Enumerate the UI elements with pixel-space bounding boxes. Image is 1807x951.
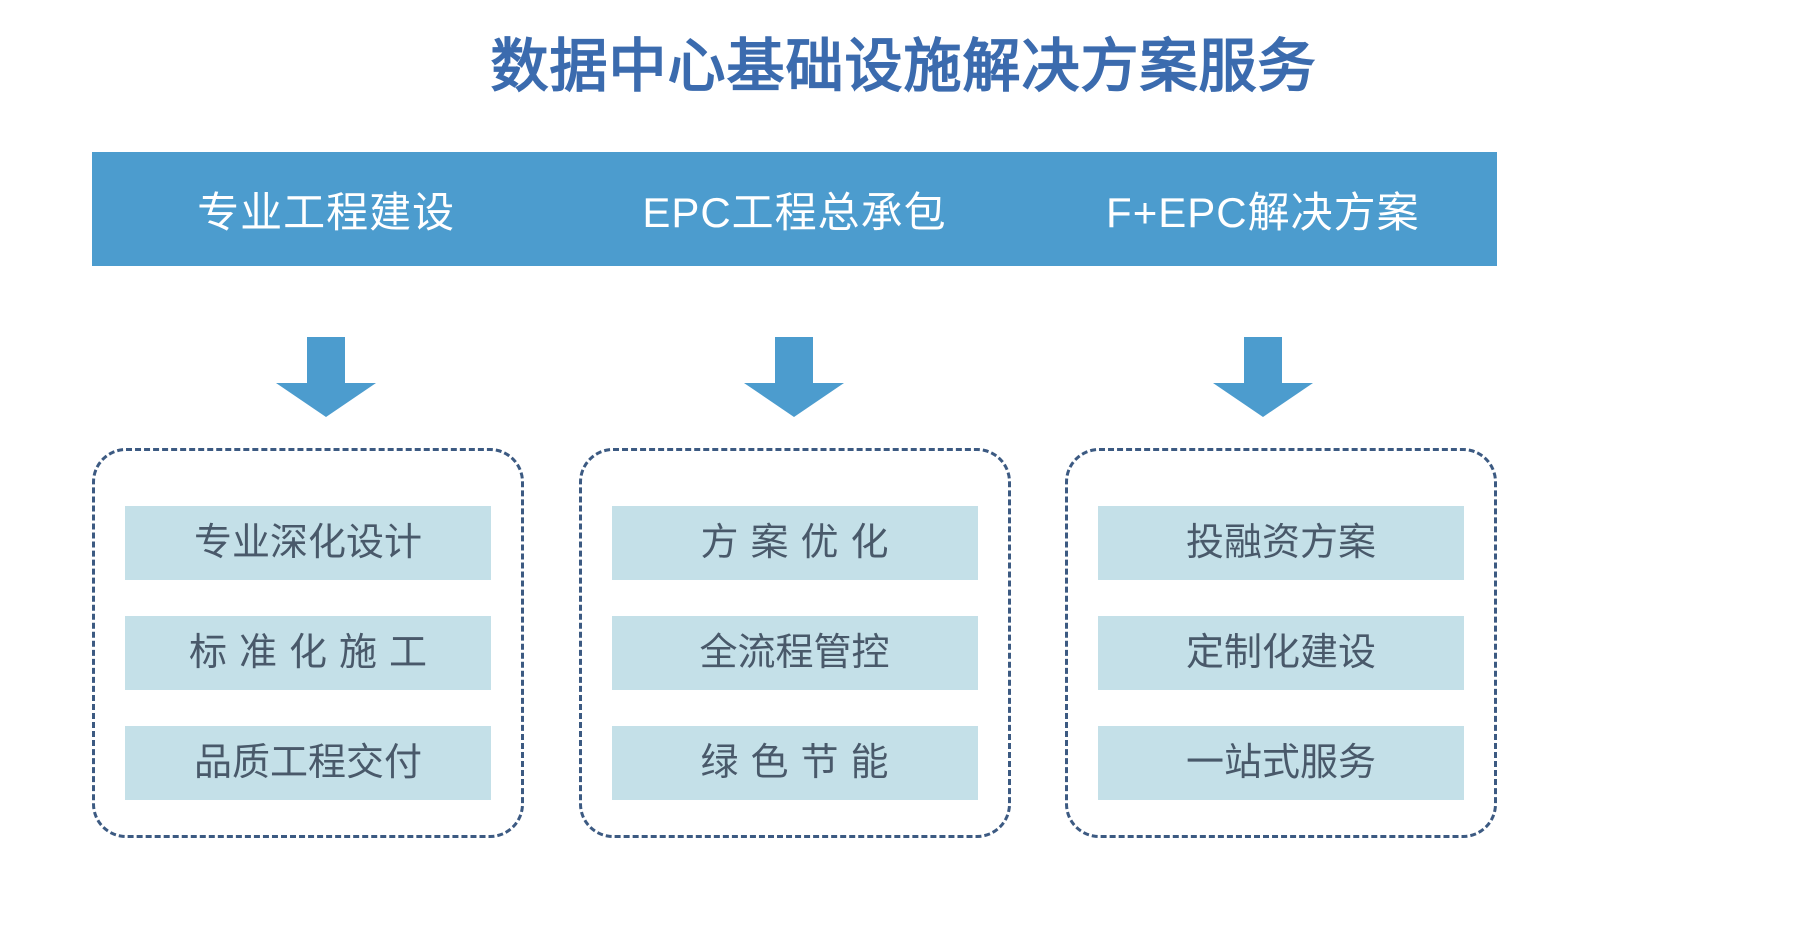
list-item[interactable]: 方案优化 <box>611 506 978 580</box>
list-item[interactable]: 一站式服务 <box>1098 726 1464 800</box>
column-group-1: 方案优化 全流程管控 绿色节能 <box>578 448 1011 838</box>
list-item[interactable]: 标准化施工 <box>125 616 491 690</box>
list-item[interactable]: 全流程管控 <box>611 616 978 690</box>
header-bar: 专业工程建设 EPC工程总承包 F+EPC解决方案 <box>92 152 1497 266</box>
list-item[interactable]: 投融资方案 <box>1098 506 1464 580</box>
list-item[interactable]: 专业深化设计 <box>125 506 491 580</box>
list-item[interactable]: 绿色节能 <box>611 726 978 800</box>
list-item[interactable]: 品质工程交付 <box>125 726 491 800</box>
column-group-2: 投融资方案 定制化建设 一站式服务 <box>1065 448 1497 838</box>
columns-row: 专业深化设计 标准化施工 品质工程交付 方案优化 全流程管控 绿色节能 投融资方… <box>92 448 1497 838</box>
arrow-row <box>92 337 1497 417</box>
column-header-1: EPC工程总承包 <box>642 188 947 236</box>
arrow-cell-0 <box>92 337 560 417</box>
page-title: 数据中心基础设施解决方案服务 <box>490 34 1317 99</box>
arrow-cell-1 <box>560 337 1028 417</box>
column-group-0: 专业深化设计 标准化施工 品质工程交付 <box>92 448 524 838</box>
column-header-0: 专业工程建设 <box>197 188 456 236</box>
down-arrow-icon <box>744 337 845 417</box>
arrow-cell-2 <box>1029 337 1497 417</box>
column-header-2: F+EPC解决方案 <box>1106 188 1420 236</box>
down-arrow-icon <box>276 337 377 417</box>
down-arrow-icon <box>1212 337 1313 417</box>
list-item[interactable]: 定制化建设 <box>1098 616 1464 690</box>
